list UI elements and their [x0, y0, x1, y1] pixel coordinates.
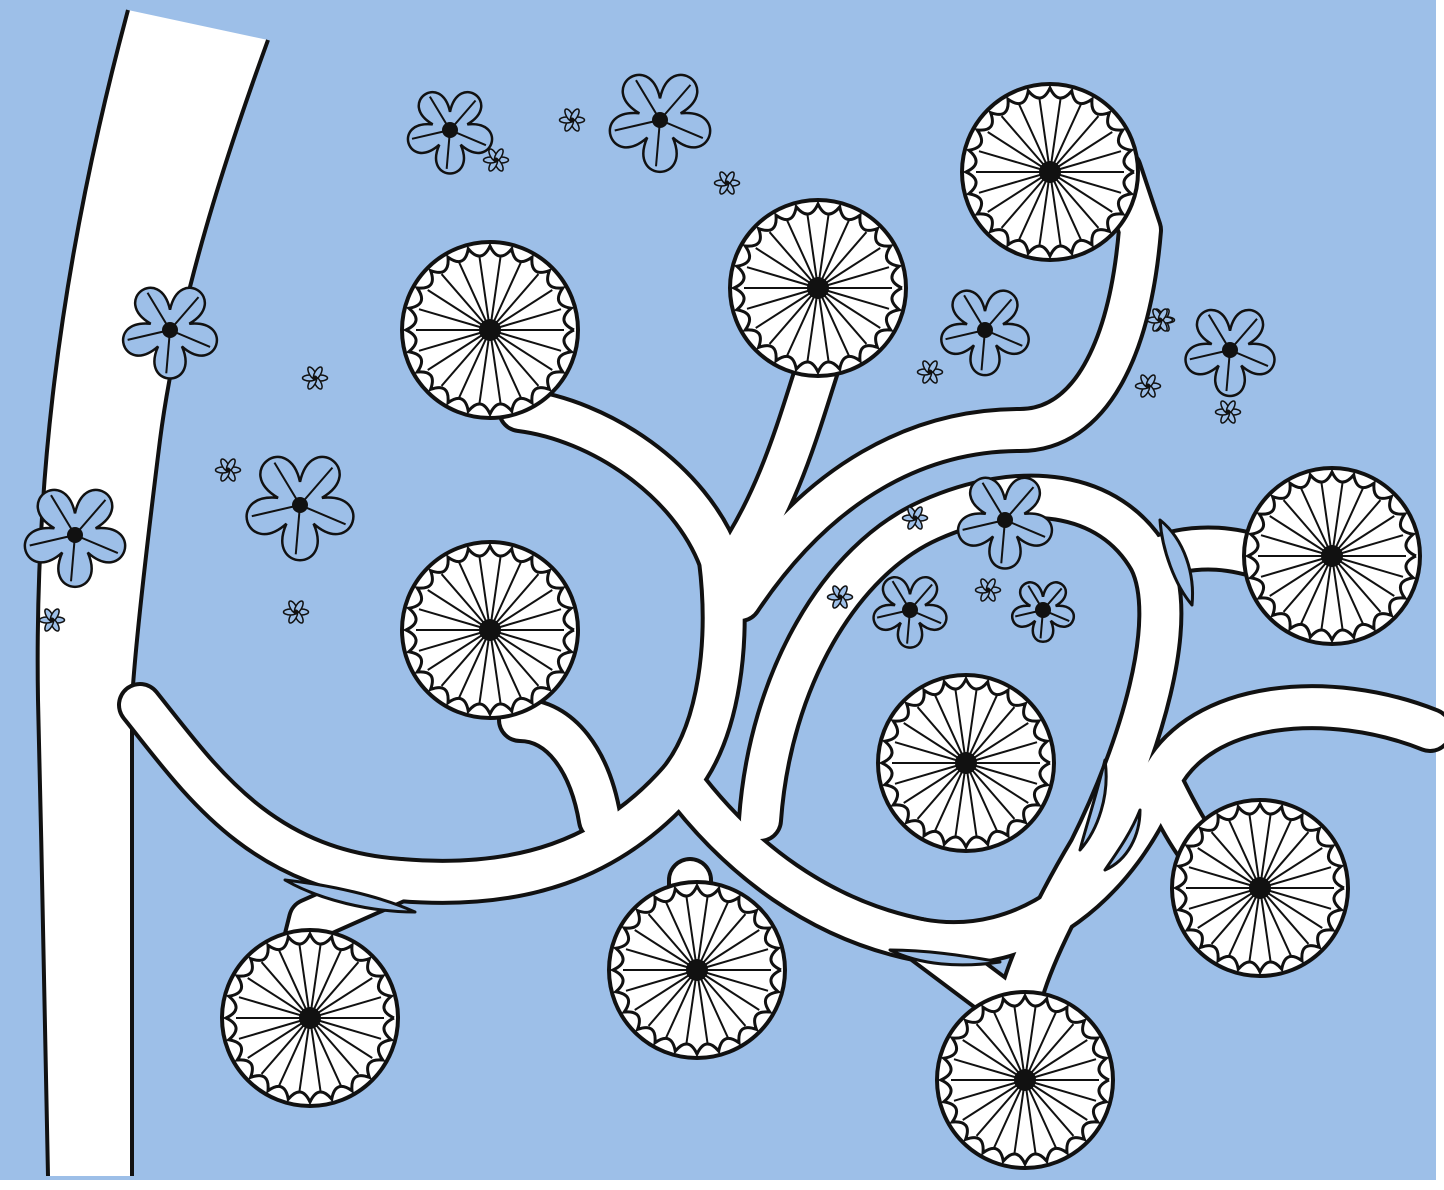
paper-margin-bottom: [0, 1180, 1444, 1190]
wheel-flower: [878, 675, 1054, 851]
paper-margin-right: [1436, 0, 1444, 1190]
wheel-flower: [730, 200, 906, 376]
wheel-flower: [222, 930, 398, 1106]
wheel-flower: [609, 882, 785, 1058]
wheel-flower: [402, 242, 578, 418]
wheel-flower: [402, 542, 578, 718]
wheel-flower: [962, 84, 1138, 260]
wheel-flower: [1172, 800, 1348, 976]
wheel-flower: [1244, 468, 1420, 644]
wheel-flower: [937, 992, 1113, 1168]
